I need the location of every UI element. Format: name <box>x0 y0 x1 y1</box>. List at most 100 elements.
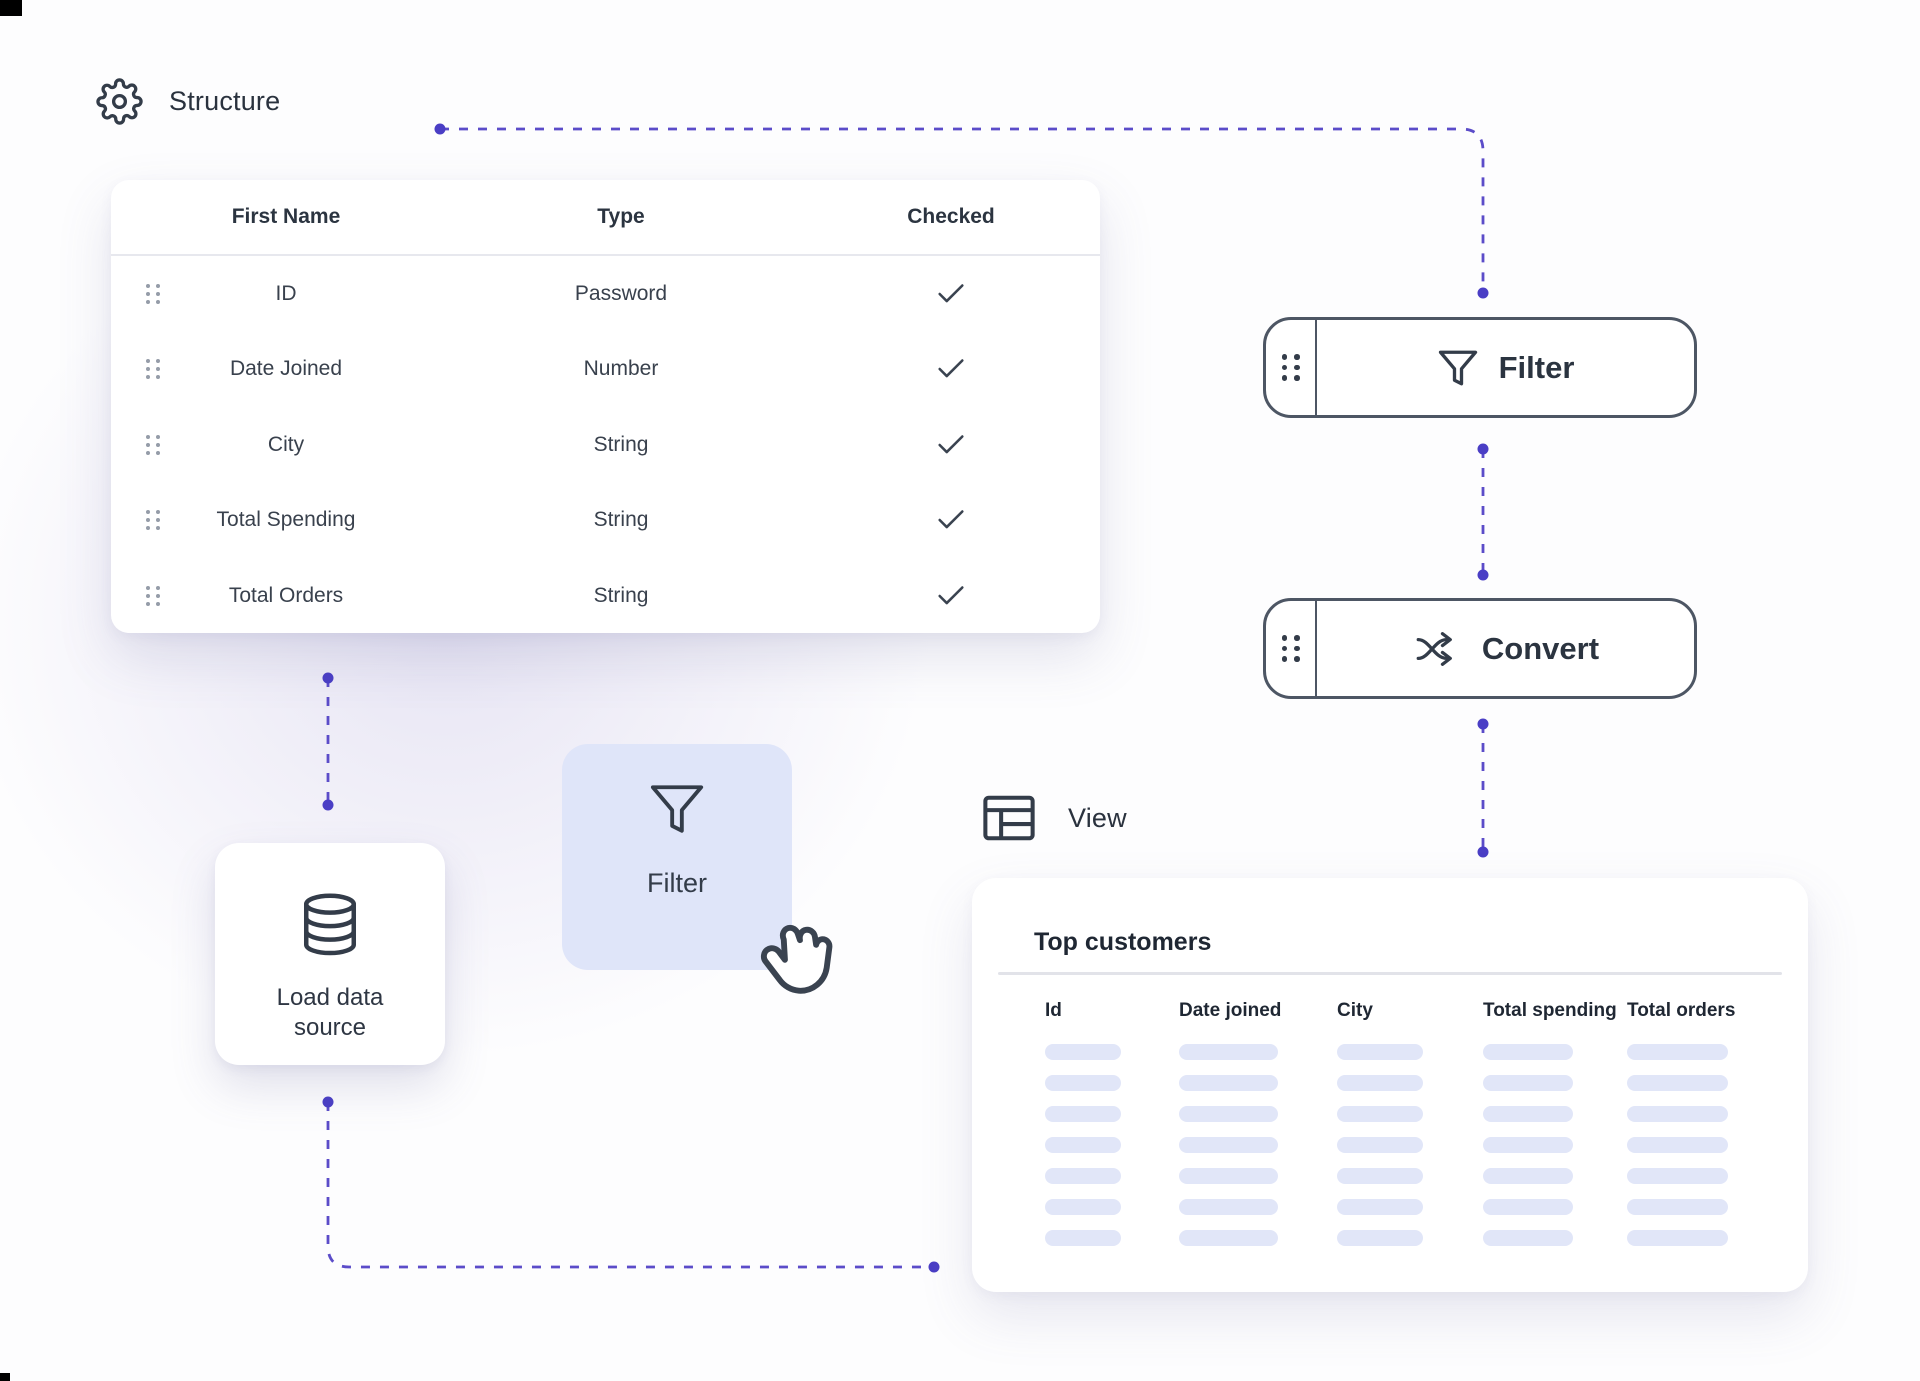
pill-column: City <box>1337 1000 1423 1261</box>
grab-hand-cursor-icon <box>760 924 833 994</box>
schema-table-card: First Name Type Checked ID Password Date… <box>111 180 1100 633</box>
view-section-header: View <box>982 794 1127 842</box>
load-data-source-node[interactable]: Load data source <box>215 843 445 1065</box>
row-drag-handle-icon[interactable] <box>129 483 177 559</box>
placeholder-pill <box>1179 1230 1278 1246</box>
placeholder-pill <box>1627 1044 1728 1060</box>
connector-endpoint-dots <box>322 123 1489 1273</box>
schema-rows: ID Password Date Joined Number City Stri… <box>111 256 1100 634</box>
field-type: Number <box>583 357 659 381</box>
convert-block-drag-handle-icon[interactable] <box>1266 601 1317 696</box>
corner-mark-bottom-left <box>0 1373 10 1381</box>
check-icon <box>938 585 964 605</box>
shuffle-icon <box>1416 631 1452 666</box>
panel-title: Top customers <box>1034 928 1212 956</box>
funnel-icon <box>1438 350 1477 385</box>
schema-table-row[interactable]: ID Password <box>111 256 1100 332</box>
placeholder-pill <box>1337 1230 1423 1246</box>
placeholder-pill <box>1045 1168 1121 1184</box>
field-type: String <box>593 583 649 607</box>
field-name: Total Spending <box>216 508 356 532</box>
check-icon <box>938 283 964 303</box>
placeholder-pill <box>1045 1230 1121 1246</box>
schema-table-row[interactable]: Total Orders String <box>111 558 1100 634</box>
view-result-panel: Top customers Id Date joined City Total … <box>972 878 1808 1292</box>
check-cell[interactable] <box>801 256 1101 332</box>
header-checked: Checked <box>907 205 995 228</box>
placeholder-pill <box>1337 1137 1423 1153</box>
placeholder-pill <box>1627 1137 1728 1153</box>
placeholder-pill <box>1179 1199 1278 1215</box>
filter-block-label: Filter <box>1498 349 1575 385</box>
check-cell[interactable] <box>801 332 1101 408</box>
placeholder-pill <box>1337 1168 1423 1184</box>
row-drag-handle-icon[interactable] <box>129 332 177 408</box>
check-cell[interactable] <box>801 558 1101 634</box>
placeholder-pill <box>1627 1168 1728 1184</box>
panel-divider <box>998 972 1782 975</box>
convert-block-label: Convert <box>1481 630 1600 666</box>
pill-column: Id <box>1045 1000 1121 1261</box>
check-icon <box>938 359 964 378</box>
database-icon <box>303 893 357 956</box>
column-header-total-orders: Total orders <box>1627 1000 1736 1021</box>
placeholder-pill <box>1627 1230 1728 1246</box>
pipeline-convert-block[interactable]: Convert <box>1263 598 1697 699</box>
row-drag-handle-icon[interactable] <box>129 256 177 332</box>
structure-label: Structure <box>169 86 281 116</box>
column-header-city: City <box>1337 1000 1373 1021</box>
corner-mark-top-left <box>0 0 22 16</box>
row-drag-handle-icon[interactable] <box>129 558 177 634</box>
load-data-source-label: Load data source <box>276 984 384 1041</box>
placeholder-pill <box>1483 1230 1573 1246</box>
placeholder-pill <box>1045 1106 1121 1122</box>
check-cell[interactable] <box>801 483 1101 559</box>
filter-block-drag-handle-icon[interactable] <box>1266 320 1317 415</box>
column-header-id: Id <box>1045 1000 1062 1021</box>
placeholder-pill <box>1337 1106 1423 1122</box>
placeholder-pill <box>1627 1199 1728 1215</box>
placeholder-pill <box>1483 1168 1573 1184</box>
placeholder-pill <box>1045 1044 1121 1060</box>
pill-column: Total orders <box>1627 1000 1735 1261</box>
table-icon <box>983 795 1035 841</box>
placeholder-pill <box>1179 1137 1278 1153</box>
funnel-icon <box>650 785 704 833</box>
gear-icon <box>96 78 143 125</box>
row-drag-handle-icon[interactable] <box>129 407 177 483</box>
pill-column: Total spending <box>1483 1000 1617 1261</box>
field-type: String <box>593 432 649 456</box>
placeholder-pill <box>1179 1168 1278 1184</box>
schema-table-header: First Name Type Checked <box>111 180 1100 256</box>
field-name: ID <box>275 281 297 305</box>
header-first-name: First Name <box>231 205 341 228</box>
schema-table-row[interactable]: Total Spending String <box>111 483 1100 559</box>
check-icon <box>938 510 964 529</box>
filter-node-label: Filter <box>647 868 707 898</box>
field-name: Date Joined <box>229 357 343 381</box>
placeholder-pill <box>1045 1199 1121 1215</box>
pill-column: Date joined <box>1179 1000 1281 1261</box>
filter-node-card[interactable]: Filter <box>562 744 792 970</box>
placeholder-pill <box>1337 1199 1423 1215</box>
structure-section-header: Structure <box>96 78 280 125</box>
placeholder-pill <box>1627 1075 1728 1091</box>
placeholder-pill <box>1337 1044 1423 1060</box>
field-name: City <box>267 432 305 456</box>
placeholder-pill <box>1045 1075 1121 1091</box>
check-cell[interactable] <box>801 407 1101 483</box>
connector-load-to-view <box>326 1102 934 1269</box>
placeholder-pill <box>1483 1199 1573 1215</box>
placeholder-pill <box>1483 1106 1573 1122</box>
placeholder-pill <box>1483 1044 1573 1060</box>
placeholder-pill <box>1179 1106 1278 1122</box>
placeholder-pill <box>1179 1075 1278 1091</box>
placeholder-pill <box>1045 1137 1121 1153</box>
field-type: Password <box>574 281 668 305</box>
pipeline-filter-block[interactable]: Filter <box>1263 317 1697 418</box>
check-icon <box>938 434 964 454</box>
placeholder-pill <box>1483 1137 1573 1153</box>
schema-table-row[interactable]: City String <box>111 407 1100 483</box>
schema-table-row[interactable]: Date Joined Number <box>111 332 1100 408</box>
